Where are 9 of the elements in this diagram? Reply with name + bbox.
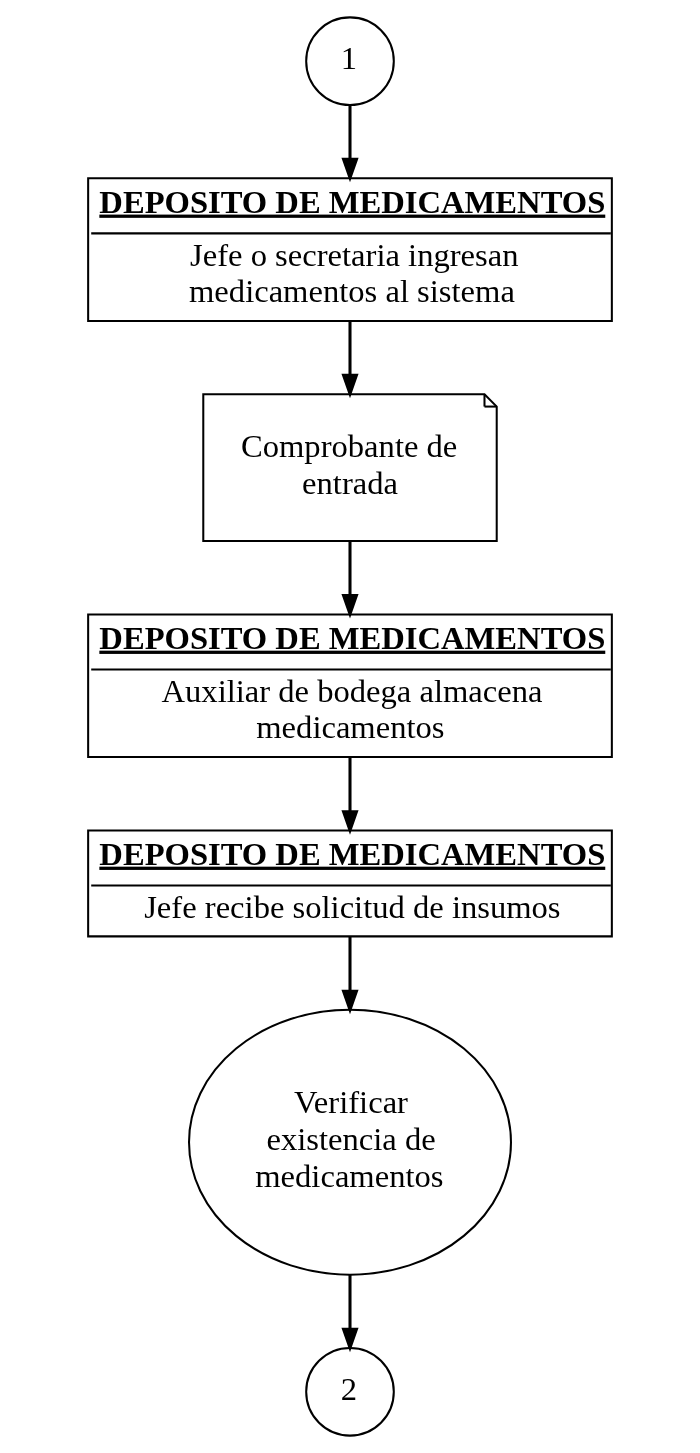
arrow: [341, 757, 359, 835]
node-circle: 1: [305, 16, 395, 106]
arrow: [341, 1274, 359, 1353]
arrow: [341, 541, 359, 619]
node-ellipse: Verificar existencia de medicamentos: [188, 1008, 512, 1276]
arrow: [341, 937, 359, 1015]
arrow: [341, 105, 359, 183]
node-circle: 2: [305, 1347, 395, 1437]
arrow: [341, 321, 359, 399]
